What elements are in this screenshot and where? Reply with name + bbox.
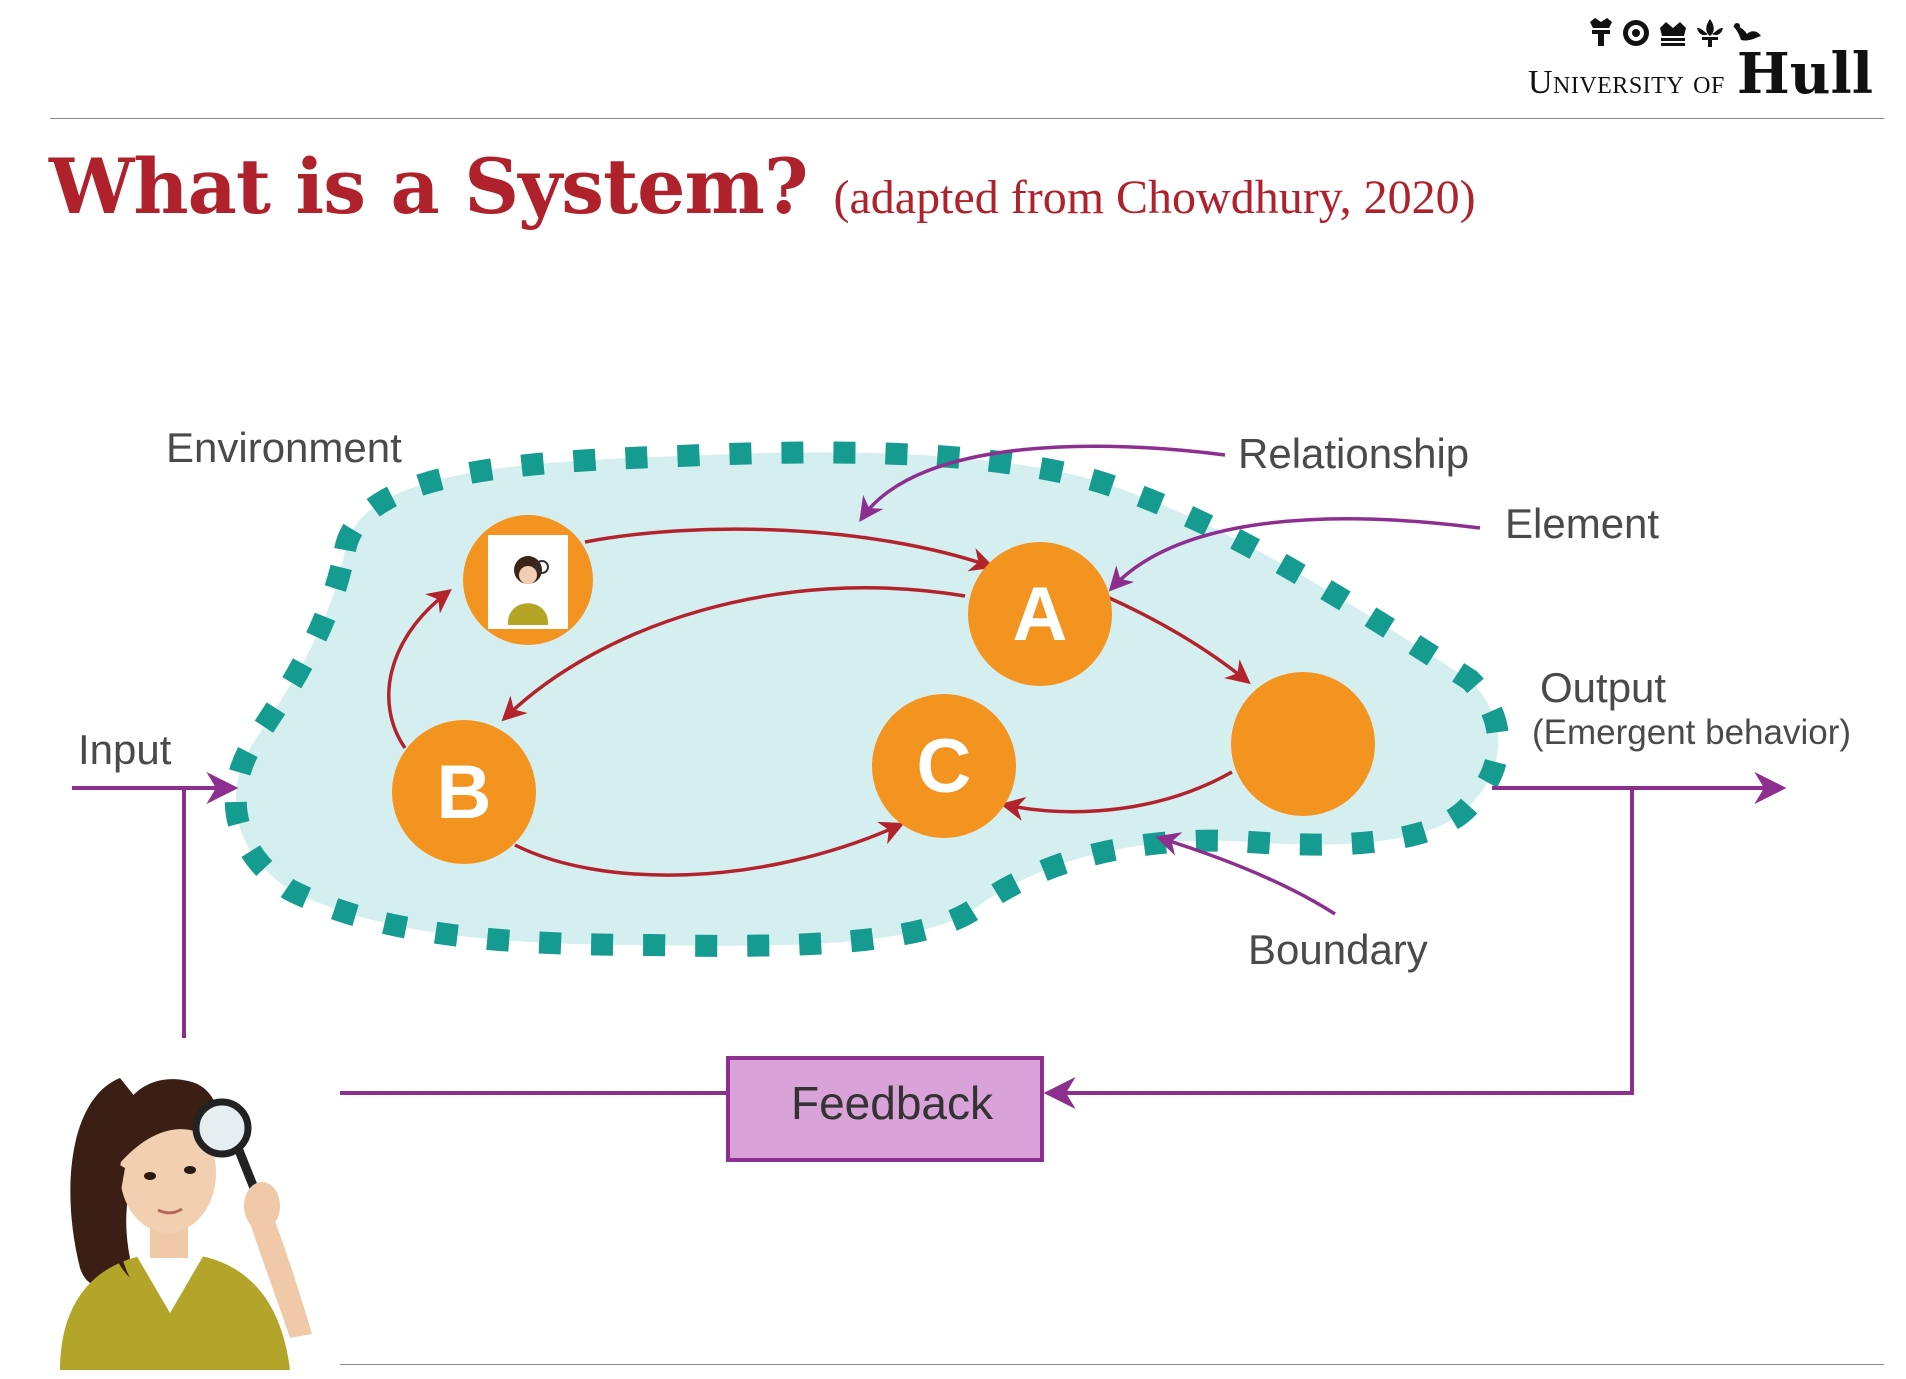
element-node-a-label: A xyxy=(1013,572,1068,657)
element-pointer xyxy=(1108,517,1481,592)
input-label: Input xyxy=(78,726,172,773)
boundary-pointer xyxy=(1155,832,1336,916)
university-logo: University of Hull xyxy=(1528,18,1873,102)
boundary-label: Boundary xyxy=(1248,926,1428,973)
feedback-box xyxy=(726,1056,1044,1162)
slide-subtitle: (adapted from Chowdhury, 2020) xyxy=(833,171,1476,224)
element-label: Element xyxy=(1505,500,1659,547)
relationship-label: Relationship xyxy=(1238,430,1469,477)
relationship-arrow-d-to-c xyxy=(1000,770,1233,821)
slide-title: What is a System? xyxy=(49,142,808,231)
bird-icon xyxy=(1733,23,1761,41)
logo-crest xyxy=(1587,18,1763,48)
tudor-crest-icon xyxy=(1590,18,1612,46)
element-node-d xyxy=(1231,672,1375,816)
relationship-pointer xyxy=(859,444,1226,523)
crown-icon xyxy=(1660,22,1686,46)
relationship-arrow-a-to-d xyxy=(1104,594,1251,685)
environment-label: Environment xyxy=(166,424,402,471)
logo-university-text: University of xyxy=(1527,64,1725,101)
slide-heading: What is a System? (adapted from Chowdhur… xyxy=(49,142,1476,231)
footer-divider xyxy=(332,1364,1884,1365)
element-node-b-label: B xyxy=(437,750,492,835)
output-label: Output xyxy=(1540,664,1666,711)
relationship-arrow-b-to-c xyxy=(514,821,905,877)
fleur-de-lis-icon xyxy=(1697,19,1723,47)
element-node-c xyxy=(872,694,1016,838)
person-with-magnifier-illustration xyxy=(50,1038,340,1370)
element-node-c-label: C xyxy=(917,724,972,809)
rose-icon xyxy=(1623,20,1649,46)
feedback-label: Feedback xyxy=(791,1077,994,1129)
relationship-arrow-a-to-b xyxy=(501,586,966,722)
system-boundary xyxy=(224,441,1510,957)
logo-wordmark: University of Hull xyxy=(1528,46,1873,102)
feedback-return-line xyxy=(1043,788,1634,1109)
header-divider xyxy=(50,118,1884,119)
output-note-label: (Emergent behavior) xyxy=(1532,713,1851,752)
relationship-arrow-top-to-a xyxy=(584,527,995,572)
element-node-a xyxy=(968,542,1112,686)
node-photo-person xyxy=(507,556,549,625)
logo-hull-text: Hull xyxy=(1736,41,1873,107)
relationship-arrow-b-to-top xyxy=(387,589,452,750)
element-node-b xyxy=(392,720,536,864)
